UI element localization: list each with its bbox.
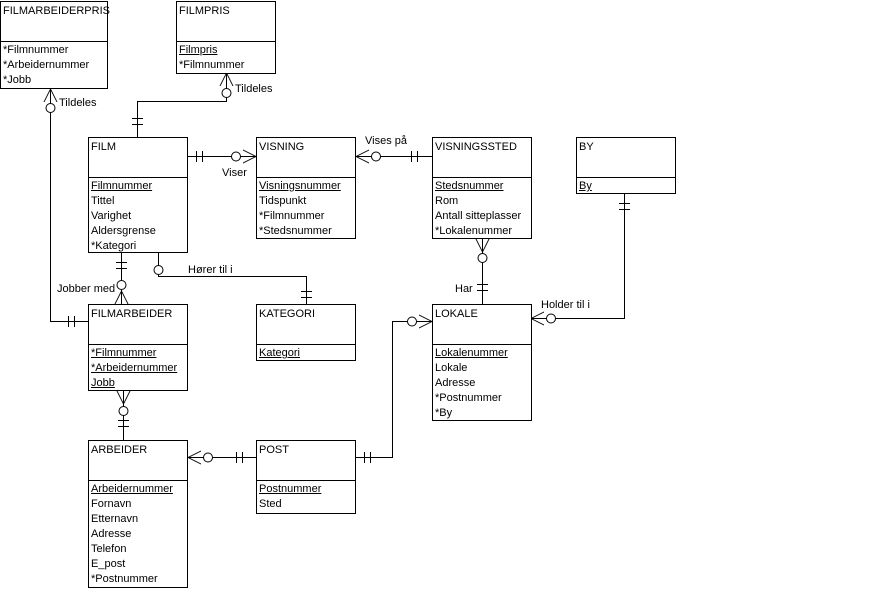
connector-lokale-by xyxy=(530,194,630,326)
entity-filmarbeider-name: FILMARBEIDER xyxy=(89,305,187,345)
entity-post[interactable]: POST Postnummer Sted xyxy=(256,440,356,514)
attr-sted: Sted xyxy=(259,498,282,510)
attr-postnummer: *Postnummer xyxy=(435,392,502,404)
attr-tidspunkt: Tidspunkt xyxy=(259,195,307,207)
attr-adresse: Adresse xyxy=(91,528,132,540)
attr-telefon: Telefon xyxy=(91,543,127,555)
attr-kategori: *Kategori xyxy=(91,240,137,252)
entity-arbeider[interactable]: ARBEIDER Arbeidernummer Fornavn Etternav… xyxy=(88,440,188,588)
relationship-label-tildeles-filmarbeiderpris: Tildeles xyxy=(59,97,97,109)
attr-filmnummer: *Filmnummer xyxy=(179,59,245,71)
attr-jobb: Jobb xyxy=(91,377,115,389)
attr-lokale: Lokale xyxy=(435,362,468,374)
entity-filmarbeider[interactable]: FILMARBEIDER *Filmnummer *Arbeidernummer… xyxy=(88,304,188,391)
attr-postnummer: Postnummer xyxy=(259,483,322,495)
attr-arbeidernummer: *Arbeidernummer xyxy=(3,59,90,71)
attr-filmnummer: *Filmnummer xyxy=(259,210,325,222)
entity-visningssted-name: VISNINGSSTED xyxy=(433,138,531,178)
connector-post-lokale xyxy=(356,314,433,463)
connector-filmarbeider-arbeider xyxy=(116,390,131,440)
connector-filmpris-film xyxy=(132,72,234,137)
attr-antall-sitteplasser: Antall sitteplasser xyxy=(435,210,522,222)
attr-jobb: *Jobb xyxy=(3,74,32,86)
relationship-label-har: Har xyxy=(455,283,473,295)
attr-filmnummer: Filmnummer xyxy=(91,180,153,192)
attr-by: *By xyxy=(435,407,453,419)
entity-kategori[interactable]: KATEGORI Kategori xyxy=(256,304,356,361)
entity-visning[interactable]: VISNING Visningsnummer Tidspunkt *Filmnu… xyxy=(256,137,356,239)
entity-film-name: FILM xyxy=(89,138,187,178)
connector-film-kategori xyxy=(153,252,312,304)
entity-filmarbeiderpris[interactable]: FILMARBEIDERPRIS *Filmnummer *Arbeidernu… xyxy=(0,1,110,89)
attr-lokalenummer: Lokalenummer xyxy=(435,347,508,359)
entity-post-name: POST xyxy=(257,441,355,481)
relationship-label-viser: Viser xyxy=(222,167,247,179)
connector-filmarbeiderpris-filmarbeider xyxy=(43,88,88,327)
connector-film-filmarbeider xyxy=(114,252,129,305)
attr-filmnummer: *Filmnummer xyxy=(3,44,69,56)
attr-kategori: Kategori xyxy=(259,347,300,359)
relationship-label-horer-til-i: Hører til i xyxy=(188,264,233,276)
relationship-label-holder-til-i: Holder til i xyxy=(541,299,590,311)
attr-filmnummer: *Filmnummer xyxy=(91,347,157,359)
attr-stedsnummer: *Stedsnummer xyxy=(259,225,332,237)
relationship-label-tildeles-filmpris: Tildeles xyxy=(235,83,273,95)
attr-tittel: Tittel xyxy=(91,195,115,207)
entity-film[interactable]: FILM Filmnummer Tittel Varighet Aldersgr… xyxy=(88,137,188,253)
attr-arbeidernummer: Arbeidernummer xyxy=(91,483,173,495)
connector-film-visning xyxy=(188,149,257,164)
entity-by[interactable]: BY By xyxy=(576,137,676,194)
entity-filmpris[interactable]: FILMPRIS Filmpris *Filmnummer xyxy=(176,1,276,74)
entity-by-name: BY xyxy=(577,138,675,178)
attr-arbeidernummer: *Arbeidernummer xyxy=(91,362,178,374)
attr-stedsnummer: Stedsnummer xyxy=(435,180,504,192)
entity-filmarbeiderpris-name: FILMARBEIDERPRIS xyxy=(1,2,110,42)
entity-lokale-name: LOKALE xyxy=(433,305,531,345)
connector-visningssted-lokale xyxy=(475,238,490,304)
connector-visning-visningssted xyxy=(355,149,432,164)
relationship-label-jobber-med: Jobber med xyxy=(57,283,116,295)
attr-aldersgrense: Aldersgrense xyxy=(91,225,156,237)
attr-filmpris: Filmpris xyxy=(179,44,218,56)
entity-lokale[interactable]: LOKALE Lokalenummer Lokale Adresse *Post… xyxy=(432,304,532,421)
attr-rom: Rom xyxy=(435,195,459,207)
connector-arbeider-post xyxy=(187,450,256,465)
attr-e-post: E_post xyxy=(91,558,126,570)
attr-visningsnummer: Visningsnummer xyxy=(259,180,341,192)
relationship-label-vises-pa: Vises på xyxy=(365,135,407,147)
attr-by: By xyxy=(579,180,592,192)
entity-visning-name: VISNING xyxy=(257,138,355,178)
entity-arbeider-name: ARBEIDER xyxy=(89,441,187,481)
attr-varighet: Varighet xyxy=(91,210,132,222)
entity-kategori-name: KATEGORI xyxy=(257,305,355,345)
attr-postnummer: *Postnummer xyxy=(91,573,158,585)
attr-etternavn: Etternavn xyxy=(91,513,139,525)
entity-visningssted[interactable]: VISNINGSSTED Stedsnummer Rom Antall sitt… xyxy=(432,137,532,239)
attr-lokalenummer: *Lokalenummer xyxy=(435,225,513,237)
entity-filmpris-name: FILMPRIS xyxy=(177,2,275,42)
attr-adresse: Adresse xyxy=(435,377,476,389)
attr-fornavn: Fornavn xyxy=(91,498,132,510)
